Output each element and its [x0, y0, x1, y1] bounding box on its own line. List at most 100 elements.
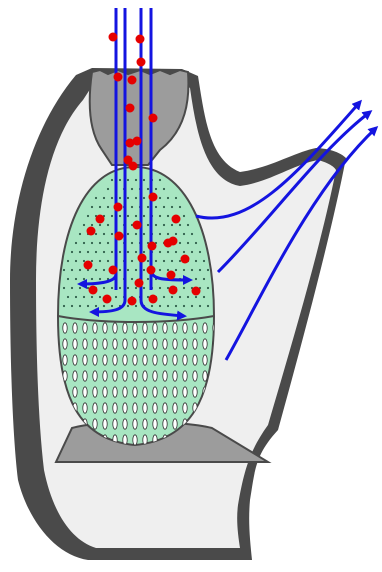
perforation-dot — [135, 197, 137, 199]
perforation-dot — [199, 305, 201, 307]
perforation-dot — [67, 278, 69, 280]
perforation-dot — [155, 224, 157, 226]
perforation-dot — [183, 305, 185, 307]
perforation-dot — [135, 251, 137, 253]
perforation-dot — [179, 224, 181, 226]
perforation-dot — [171, 224, 173, 226]
particle — [87, 227, 96, 236]
perforation-dot — [83, 224, 85, 226]
perforation-dot — [107, 242, 109, 244]
perforation-dot — [207, 287, 209, 289]
particle — [149, 114, 158, 123]
particle — [136, 35, 145, 44]
perforation-dot — [187, 224, 189, 226]
perforation-dot — [135, 179, 137, 181]
perforation-dot — [171, 260, 173, 262]
perforation-dot — [163, 260, 165, 262]
perforation-dot — [155, 188, 157, 190]
perforation-dot — [91, 206, 93, 208]
perforation-dot — [195, 242, 197, 244]
perforation-dot — [119, 197, 121, 199]
perforation-dot — [119, 287, 121, 289]
perforation-dot — [147, 188, 149, 190]
perforation-dot — [107, 224, 109, 226]
perforation-dot — [79, 233, 81, 235]
perforation-dot — [131, 278, 133, 280]
perforation-dot — [183, 287, 185, 289]
perforation-dot — [79, 269, 81, 271]
perforation-dot — [111, 251, 113, 253]
perforation-dot — [127, 251, 129, 253]
perforation-dot — [199, 269, 201, 271]
perforation-dot — [207, 269, 209, 271]
perforation-dot — [159, 269, 161, 271]
perforation-dot — [95, 305, 97, 307]
perforation-dot — [191, 305, 193, 307]
perforation-dot — [151, 305, 153, 307]
perforation-dot — [183, 269, 185, 271]
particle — [172, 215, 181, 224]
perforation-dot — [103, 269, 105, 271]
perforation-dot — [83, 260, 85, 262]
particle — [149, 193, 158, 202]
perforation-dot — [127, 287, 129, 289]
perforation-dot — [147, 260, 149, 262]
perforation-dot — [175, 251, 177, 253]
perforation-dot — [135, 287, 137, 289]
perforation-dot — [79, 251, 81, 253]
perforation-dot — [167, 197, 169, 199]
perforation-dot — [103, 197, 105, 199]
perforation-dot — [167, 269, 169, 271]
perforation-dot — [95, 269, 97, 271]
perforation-dot — [111, 215, 113, 217]
perforation-dot — [67, 260, 69, 262]
perforation-dot — [111, 305, 113, 307]
particle — [135, 279, 144, 288]
perforation-dot — [91, 224, 93, 226]
particle — [96, 215, 105, 224]
particle — [114, 203, 123, 212]
perforation-dot — [159, 233, 161, 235]
perforation-dot — [163, 188, 165, 190]
perforation-dot — [63, 305, 65, 307]
perforation-dot — [119, 215, 121, 217]
perforation-dot — [99, 296, 101, 298]
particle — [114, 73, 123, 82]
perforation-dot — [91, 242, 93, 244]
perforation-dot — [187, 242, 189, 244]
perforation-dot — [159, 179, 161, 181]
perforation-dot — [183, 215, 185, 217]
perforation-dot — [159, 197, 161, 199]
perforation-dot — [107, 188, 109, 190]
perforation-dot — [95, 197, 97, 199]
perforation-dot — [71, 287, 73, 289]
perforation-dot — [159, 305, 161, 307]
perforation-dot — [79, 305, 81, 307]
perforation-dot — [131, 242, 133, 244]
perforation-dot — [111, 233, 113, 235]
perforation-dot — [159, 215, 161, 217]
perforation-dot — [107, 206, 109, 208]
perforation-dot — [103, 305, 105, 307]
perforation-dot — [199, 251, 201, 253]
perforation-dot — [175, 305, 177, 307]
perforation-dot — [127, 197, 129, 199]
perforation-dot — [95, 233, 97, 235]
perforation-dot — [191, 251, 193, 253]
perforation-dot — [167, 251, 169, 253]
perforation-dot — [135, 305, 137, 307]
particle — [128, 76, 137, 85]
particle — [138, 254, 147, 263]
particle — [115, 232, 124, 241]
perforation-dot — [159, 251, 161, 253]
perforation-dot — [119, 179, 121, 181]
perforation-dot — [87, 251, 89, 253]
perforation-dot — [167, 305, 169, 307]
perforation-dot — [143, 197, 145, 199]
perforation-dot — [207, 305, 209, 307]
perforation-dot — [171, 206, 173, 208]
perforation-dot — [195, 278, 197, 280]
perforation-dot — [143, 179, 145, 181]
particle — [149, 295, 158, 304]
particle — [167, 271, 176, 280]
